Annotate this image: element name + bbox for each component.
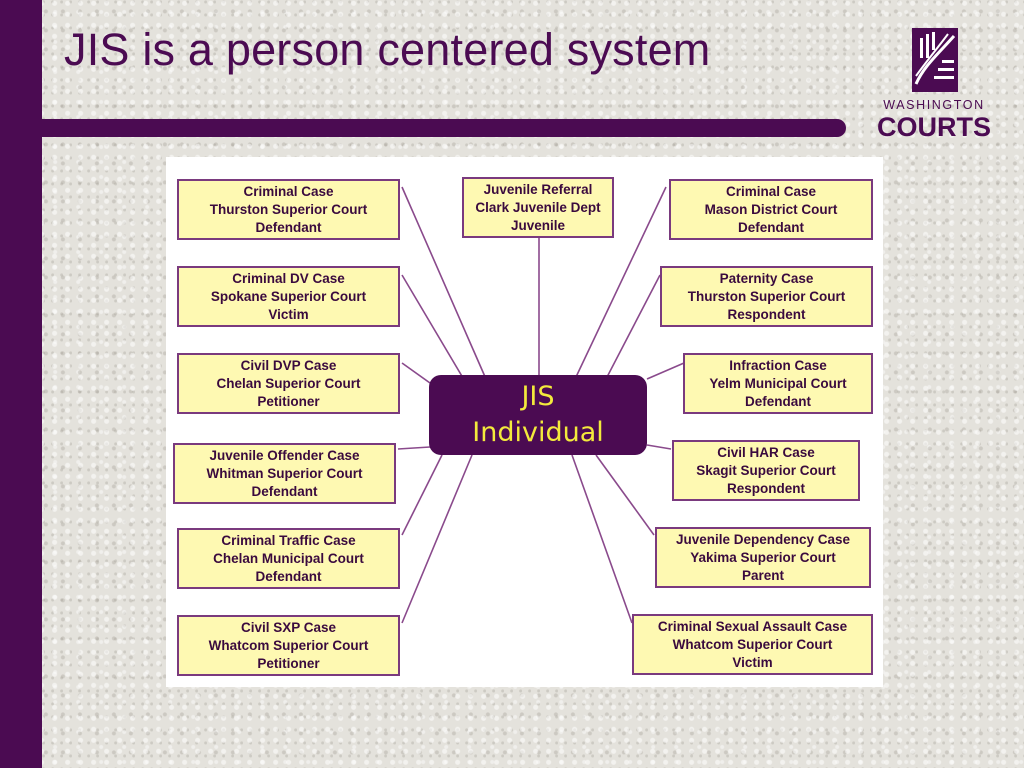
case-court: Chelan Municipal Court bbox=[213, 550, 364, 566]
case-box-criminal-thurston: Criminal Case Thurston Superior Court De… bbox=[177, 179, 400, 240]
left-accent-bar bbox=[0, 0, 42, 768]
connector-right-2 bbox=[605, 274, 661, 380]
center-node-line1: JIS bbox=[521, 381, 555, 412]
case-role: Respondent bbox=[727, 306, 806, 322]
case-role: Victim bbox=[732, 654, 773, 670]
case-type: Criminal Sexual Assault Case bbox=[657, 618, 848, 634]
case-type: Juvenile Referral bbox=[483, 181, 593, 197]
case-box-criminal-dv-spokane: Criminal DV Case Spokane Superior Court … bbox=[177, 266, 400, 327]
case-type: Juvenile Dependency Case bbox=[675, 531, 851, 547]
connector-right-3 bbox=[646, 362, 685, 380]
case-role: Petitioner bbox=[257, 655, 320, 671]
case-box-paternity-thurston: Paternity Case Thurston Superior Court R… bbox=[660, 266, 873, 327]
jis-diagram: Criminal Case Thurston Superior Court De… bbox=[166, 157, 883, 687]
case-role: Defendant bbox=[255, 219, 322, 235]
case-role: Respondent bbox=[726, 480, 805, 496]
case-court: Whitman Superior Court bbox=[206, 465, 363, 481]
case-type: Criminal Case bbox=[725, 183, 817, 199]
case-box-juvenile-referral-clark: Juvenile Referral Clark Juvenile Dept Ju… bbox=[462, 177, 614, 238]
case-box-criminal-traffic-chelan: Criminal Traffic Case Chelan Municipal C… bbox=[177, 528, 400, 589]
case-box-criminal-mason: Criminal Case Mason District Court Defen… bbox=[669, 179, 873, 240]
case-role: Defendant bbox=[744, 393, 811, 409]
case-court: Thurston Superior Court bbox=[209, 201, 368, 217]
case-type: Civil SXP Case bbox=[240, 619, 337, 635]
case-court: Whatcom Superior Court bbox=[672, 636, 833, 652]
title-underline-bar bbox=[42, 119, 802, 137]
case-type: Paternity Case bbox=[719, 270, 814, 286]
case-role: Parent bbox=[741, 567, 785, 583]
case-type: Infraction Case bbox=[729, 357, 827, 373]
case-type: Civil HAR Case bbox=[717, 444, 815, 460]
case-court: Yelm Municipal Court bbox=[709, 375, 847, 391]
case-role: Petitioner bbox=[257, 393, 320, 409]
case-court: Spokane Superior Court bbox=[210, 288, 367, 304]
connector-right-1 bbox=[575, 186, 667, 378]
case-box-civil-dvp-chelan: Civil DVP Case Chelan Superior Court Pet… bbox=[177, 353, 400, 414]
title-underline-end bbox=[798, 119, 846, 137]
case-court: Thurston Superior Court bbox=[687, 288, 846, 304]
courthouse-logo-icon bbox=[912, 28, 958, 92]
case-role: Defendant bbox=[251, 483, 318, 499]
case-court: Yakima Superior Court bbox=[690, 549, 836, 565]
case-role: Victim bbox=[268, 306, 309, 322]
connector-left-4 bbox=[397, 446, 431, 450]
connector-left-5 bbox=[401, 454, 443, 536]
case-type: Juvenile Offender Case bbox=[209, 447, 360, 463]
logo-text-courts: COURTS bbox=[877, 112, 991, 142]
center-node-line2: Individual bbox=[472, 417, 604, 448]
case-court: Mason District Court bbox=[704, 201, 838, 217]
case-role: Defendant bbox=[255, 568, 322, 584]
case-type: Criminal Traffic Case bbox=[221, 532, 356, 548]
case-box-juvenile-offender-whitman: Juvenile Offender Case Whitman Superior … bbox=[173, 443, 396, 504]
case-role: Juvenile bbox=[510, 217, 566, 233]
center-node-jis-individual: JIS Individual bbox=[429, 375, 647, 455]
case-court: Skagit Superior Court bbox=[696, 462, 836, 478]
connector-left-6 bbox=[401, 454, 473, 624]
logo-text-washington: WASHINGTON bbox=[883, 98, 985, 112]
connector-left-2 bbox=[401, 274, 467, 384]
connector-left-1 bbox=[401, 186, 487, 380]
case-type: Criminal Case bbox=[243, 183, 334, 199]
case-role: Defendant bbox=[737, 219, 804, 235]
case-court: Whatcom Superior Court bbox=[208, 637, 369, 653]
connector-left-3 bbox=[401, 362, 431, 384]
connector-lines bbox=[397, 186, 685, 624]
slide-title: JIS is a person centered system bbox=[64, 24, 711, 75]
case-type: Criminal DV Case bbox=[232, 270, 345, 286]
case-court: Chelan Superior Court bbox=[216, 375, 361, 391]
connector-right-4 bbox=[646, 444, 672, 450]
connector-right-6 bbox=[571, 454, 633, 624]
case-type: Civil DVP Case bbox=[240, 357, 337, 373]
case-box-criminal-sexual-assault-whatcom: Criminal Sexual Assault Case Whatcom Sup… bbox=[632, 614, 873, 675]
case-box-juvenile-dependency-yakima: Juvenile Dependency Case Yakima Superior… bbox=[655, 527, 871, 588]
case-box-civil-har-skagit: Civil HAR Case Skagit Superior Court Res… bbox=[672, 440, 860, 501]
case-box-infraction-yelm: Infraction Case Yelm Municipal Court Def… bbox=[683, 353, 873, 414]
case-box-civil-sxp-whatcom: Civil SXP Case Whatcom Superior Court Pe… bbox=[177, 615, 400, 676]
washington-courts-logo: WASHINGTON COURTS bbox=[872, 28, 996, 148]
case-court: Clark Juvenile Dept bbox=[475, 199, 601, 215]
connector-right-5 bbox=[595, 454, 655, 536]
